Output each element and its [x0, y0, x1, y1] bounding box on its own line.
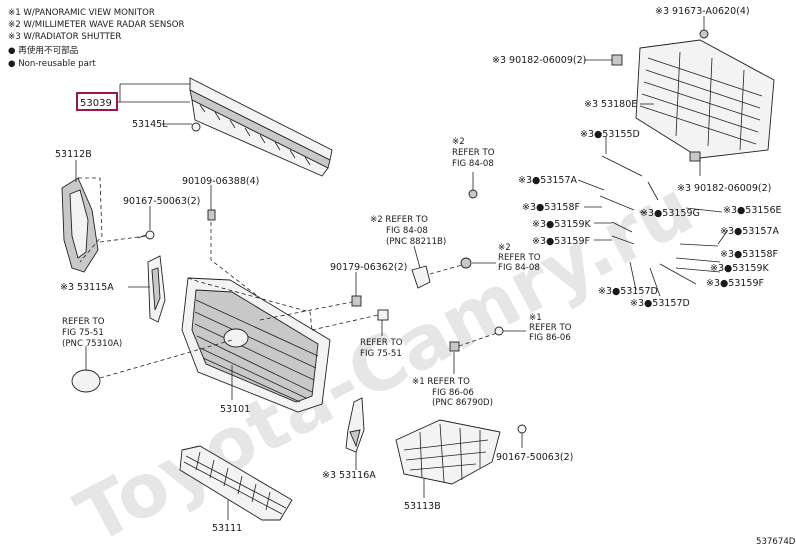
- left-bracket-part: [61, 177, 103, 273]
- legend-line-2: ※2 W/MILLIMETER WAVE RADAR SENSOR: [8, 20, 185, 30]
- part-label-53158F-right[interactable]: ※3●53158F: [720, 249, 778, 260]
- ref-3c[interactable]: FIG 84-08: [498, 263, 540, 273]
- clip-icon: [699, 29, 709, 39]
- camera-icon: [449, 332, 498, 352]
- figure-id: 537674D: [756, 537, 796, 547]
- clip-icon: [689, 151, 701, 162]
- ref-6b[interactable]: REFER TO: [529, 323, 572, 333]
- highlight-box: [76, 92, 118, 111]
- ref-7c: (PNC 86790D): [432, 398, 493, 408]
- ref-1c[interactable]: FIG 84-08: [452, 159, 494, 169]
- legend-line-5: ● Non-reusable part: [8, 59, 96, 69]
- radiator-grille-part: [181, 277, 331, 413]
- part-label-91673[interactable]: ※3 91673-A0620(4): [655, 6, 750, 17]
- ref-1a: ※2: [452, 137, 465, 147]
- part-label-53158F-left[interactable]: ※3●53158F: [522, 202, 580, 213]
- part-label-90167-left[interactable]: 90167-50063(2): [123, 196, 200, 207]
- ref-7a[interactable]: ※1 REFER TO: [412, 377, 470, 387]
- ref-6c[interactable]: FIG 86-06: [529, 333, 571, 343]
- part-label-53159K-right[interactable]: ※3●53159K: [710, 263, 770, 274]
- camera-icon: [311, 309, 389, 331]
- clip-icon: [611, 54, 623, 66]
- legend-line-3: ※3 W/RADIATOR SHUTTER: [8, 32, 121, 42]
- part-label-90182-top[interactable]: ※3 90182-06009(2): [492, 55, 586, 66]
- seal-strips-part: [599, 155, 723, 297]
- ref-4b[interactable]: FIG 75-51: [62, 328, 104, 338]
- part-label-90109[interactable]: 90109-06388(4): [182, 176, 259, 187]
- bolt-icon: [517, 424, 527, 434]
- ref-5b[interactable]: FIG 75-51: [360, 349, 402, 359]
- lower-mesh-bracket-part: [395, 419, 501, 485]
- side-bracket-part: [147, 255, 166, 323]
- part-label-53159K-left[interactable]: ※3●53159K: [532, 219, 592, 230]
- legend: ※1 W/PANORAMIC VIEW MONITOR ※2 W/MILLIME…: [8, 8, 185, 69]
- part-label-53111[interactable]: 53111: [212, 523, 242, 534]
- part-label-53157A-right[interactable]: ※3●53157A: [720, 226, 780, 237]
- part-label-53159G[interactable]: ※3●53159G: [640, 208, 700, 219]
- legend-line-1: ※1 W/PANORAMIC VIEW MONITOR: [8, 8, 155, 18]
- part-label-53145L[interactable]: 53145L: [132, 119, 168, 130]
- ref-2c: (PNC 88211B): [386, 237, 446, 247]
- emblem-icon: [71, 339, 233, 393]
- bolt-icon: [468, 189, 478, 199]
- legend-line-4: ● 再使用不可部品: [8, 44, 78, 56]
- ref-6a: ※1: [529, 313, 542, 323]
- upper-molding-part: [189, 77, 333, 177]
- part-label-90182-bottom[interactable]: ※3 90182-06009(2): [677, 183, 771, 194]
- ref-4c: (PNC 75310A): [62, 339, 122, 349]
- part-label-53159F-right[interactable]: ※3●53159F: [706, 278, 764, 289]
- part-label-53157D-a[interactable]: ※3●53157D: [598, 286, 658, 297]
- clip-icon: [207, 200, 216, 221]
- part-label-53116A[interactable]: ※3 53116A: [322, 470, 376, 481]
- part-label-53157A-left[interactable]: ※3●53157A: [518, 175, 578, 186]
- part-label-53156E[interactable]: ※3●53156E: [723, 205, 782, 216]
- ref-1b[interactable]: REFER TO: [452, 148, 495, 158]
- lower-grille-part: [179, 445, 293, 521]
- part-label-90167-right[interactable]: 90167-50063(2): [496, 452, 573, 463]
- clip-icon: [351, 295, 362, 307]
- radar-sensor-icon: [411, 257, 472, 289]
- ref-3b[interactable]: REFER TO: [498, 253, 541, 263]
- part-label-53112B[interactable]: 53112B: [55, 149, 92, 160]
- bolt-icon: [137, 230, 155, 240]
- radiator-shutter-part: [635, 39, 775, 159]
- part-label-53155D[interactable]: ※3●53155D: [580, 129, 640, 140]
- part-label-53113B[interactable]: 53113B: [404, 501, 441, 512]
- ref-5a[interactable]: REFER TO: [360, 338, 403, 348]
- part-label-53115A[interactable]: ※3 53115A: [60, 282, 114, 293]
- part-label-53159F-left[interactable]: ※3●53159F: [532, 236, 590, 247]
- ref-2a[interactable]: ※2 REFER TO: [370, 215, 428, 225]
- ref-3a: ※2: [498, 243, 511, 253]
- ref-7b[interactable]: FIG 86-06: [432, 388, 474, 398]
- part-label-53101[interactable]: 53101: [220, 404, 250, 415]
- part-label-90179[interactable]: 90179-06362(2): [330, 262, 407, 273]
- part-label-53039[interactable]: 53039: [80, 98, 112, 109]
- ref-2b[interactable]: FIG 84-08: [386, 226, 428, 236]
- part-label-53180E[interactable]: ※3 53180E: [584, 99, 637, 110]
- ref-4a[interactable]: REFER TO: [62, 317, 105, 327]
- part-label-53157D-b[interactable]: ※3●53157D: [630, 298, 690, 309]
- bolt-icon: [494, 326, 526, 336]
